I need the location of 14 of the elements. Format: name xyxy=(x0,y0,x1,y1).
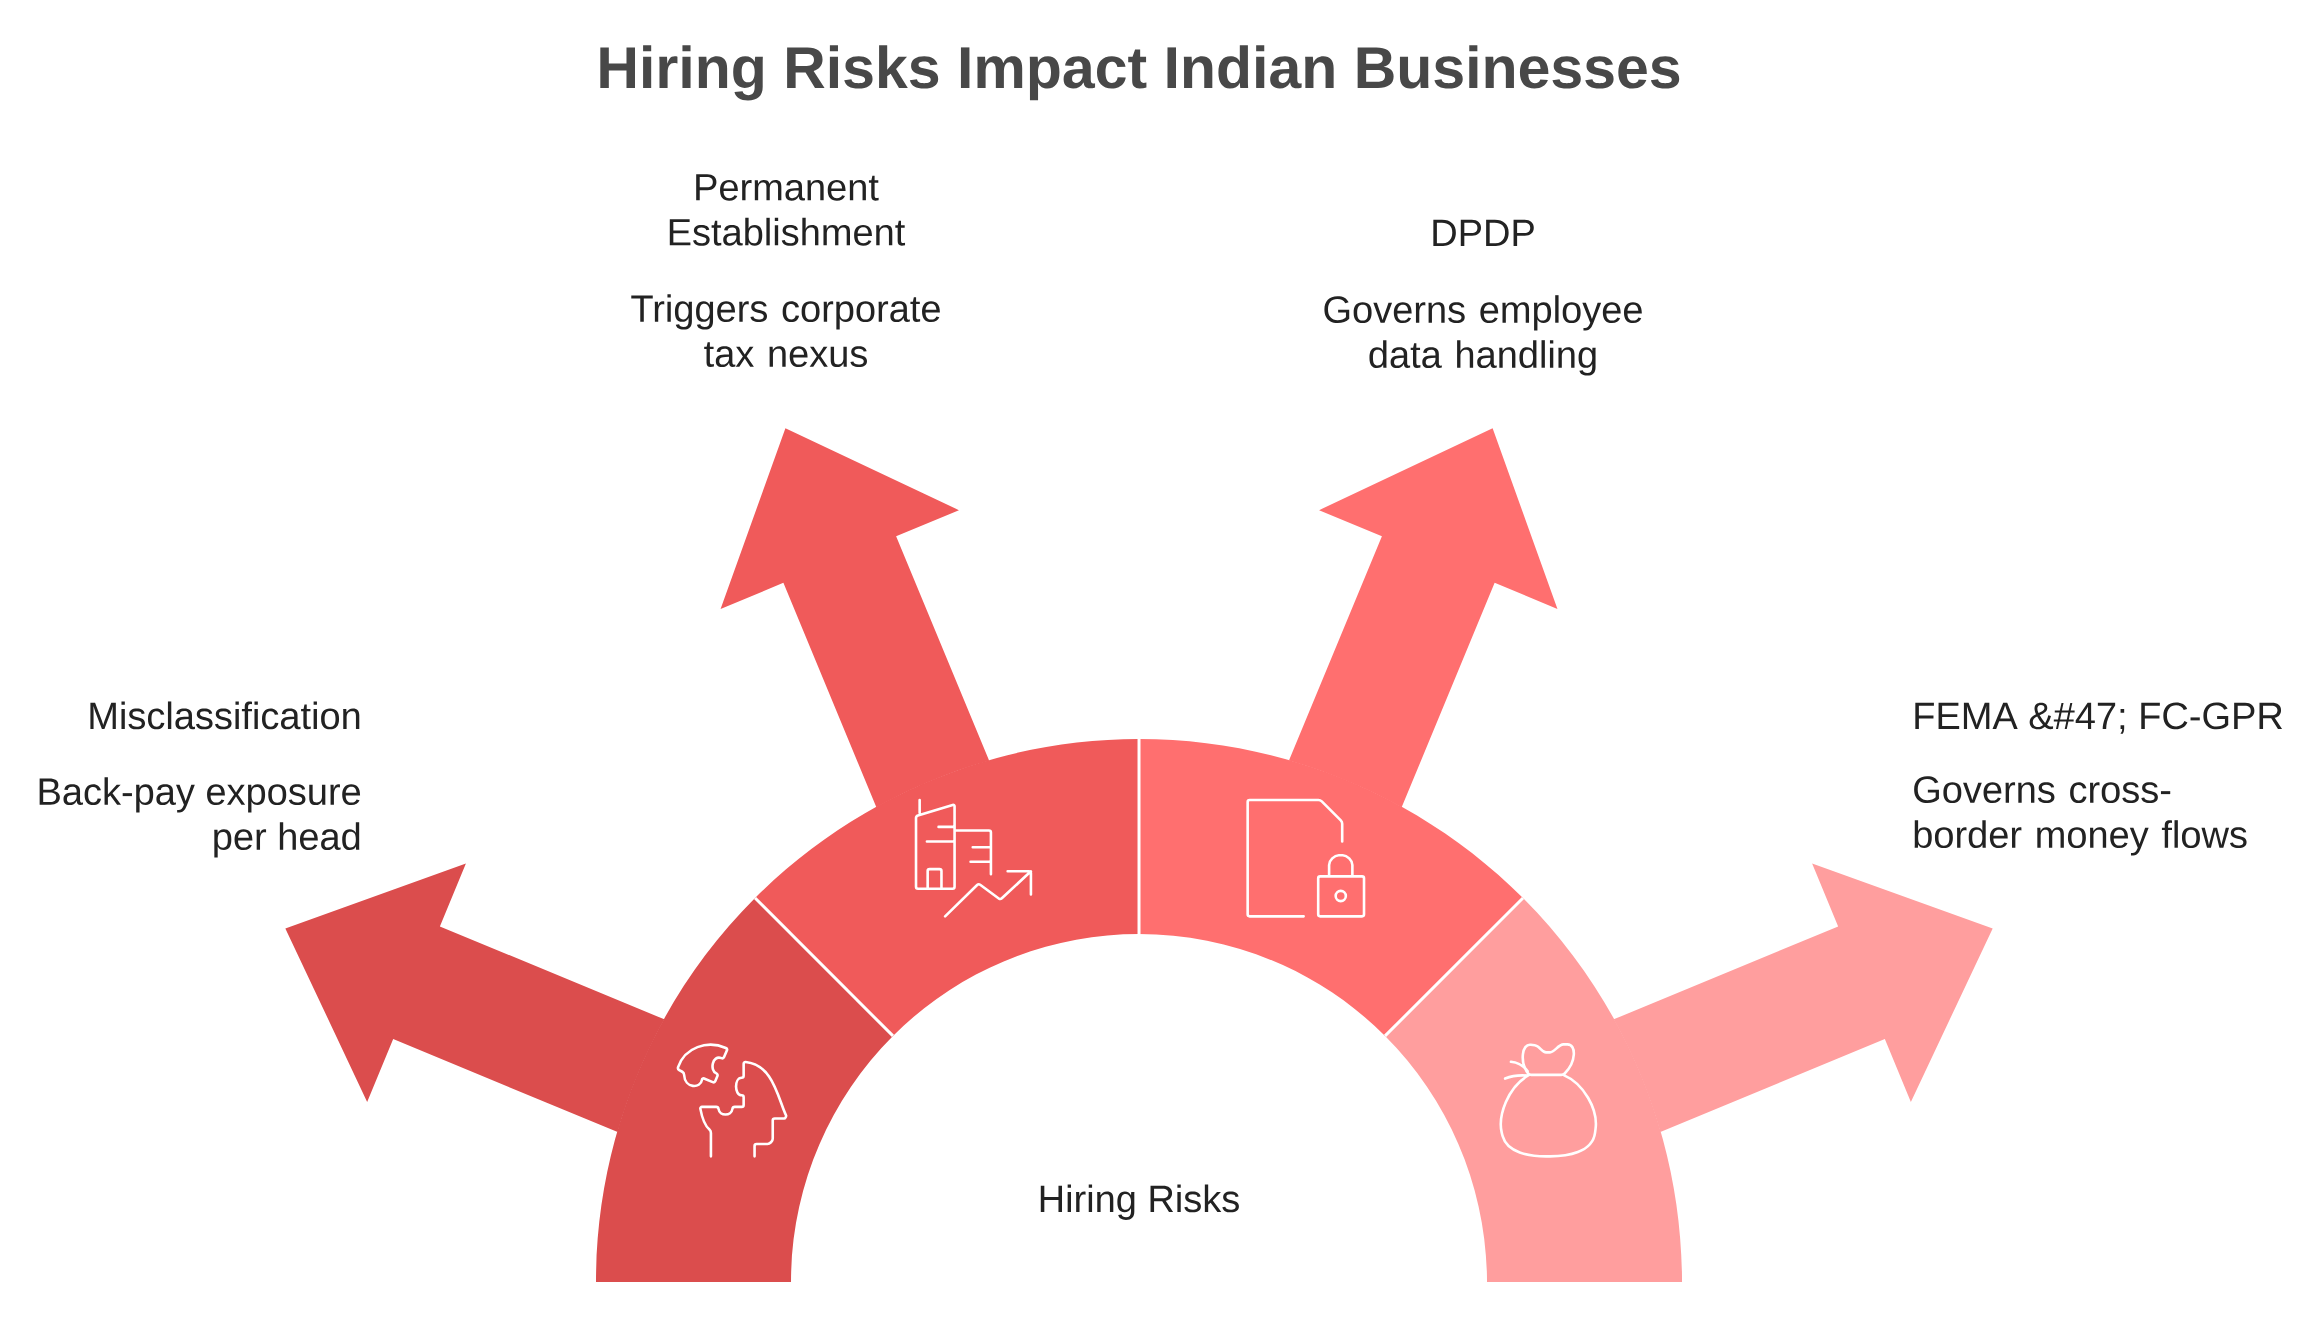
risk-description: Triggers corporate tax nexus xyxy=(631,294,940,368)
diagram-title: Hiring Risks Impact Indian Businesses xyxy=(600,45,1680,101)
hub-label: Hiring Risks xyxy=(1040,1184,1239,1220)
risk-description: Back-pay exposure per head xyxy=(39,777,361,858)
risk-description: Governs employee data handling xyxy=(1324,295,1642,376)
risk-heading: DPDP xyxy=(1433,219,1534,246)
risk-heading: Permanent Establishment xyxy=(669,174,905,246)
block-arrow xyxy=(1288,428,1558,808)
block-arrow xyxy=(285,863,665,1133)
block-arrow xyxy=(1613,863,1993,1133)
block-arrow xyxy=(720,428,990,808)
risk-description: Governs cross-border money flows xyxy=(1914,776,2247,856)
risk-heading: FEMA &#47; FC-GPR xyxy=(1915,702,2283,734)
risk-heading: Misclassification xyxy=(90,701,360,730)
